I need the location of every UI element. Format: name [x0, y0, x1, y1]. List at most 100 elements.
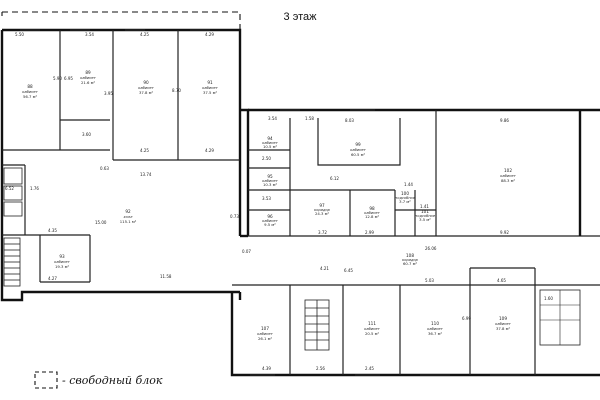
- dimension: 3.72: [318, 230, 327, 235]
- floor-label: 3 этаж: [284, 11, 318, 23]
- dimension: 1.76: [30, 186, 39, 191]
- room-number: 96: [267, 214, 273, 219]
- dimension: 2.56: [316, 366, 325, 371]
- dimension: 0.07: [242, 249, 251, 254]
- dimension: 4.25: [140, 148, 149, 153]
- room-number: 99: [355, 142, 361, 147]
- dimension: 3.54: [85, 32, 94, 37]
- room-area: 21.6 м²: [81, 80, 96, 85]
- dimension: 4.35: [48, 228, 57, 233]
- room-name: кабинет: [262, 219, 278, 223]
- dimension: 3.60: [82, 132, 91, 137]
- left-stairs: [3, 237, 21, 287]
- room-number: 102: [504, 168, 512, 173]
- legend-dashed-box: [34, 371, 58, 389]
- room-area: 60.5 м²: [351, 152, 366, 157]
- room-labels: 88 кабинет 56.7 м² 89 кабинет 21.6 м² 90…: [22, 70, 516, 341]
- dimension: 4.29: [205, 32, 214, 37]
- dimension: 1.60: [544, 296, 553, 301]
- room-area: 60.7 м²: [403, 261, 418, 266]
- room-number: 101: [421, 209, 429, 214]
- room-area: 10.5 м²: [263, 144, 278, 149]
- dimension: 2.99: [365, 230, 374, 235]
- room-area: 9.5 м²: [264, 222, 276, 227]
- room-number: 107: [261, 326, 269, 331]
- room-name: кабинет: [500, 174, 516, 178]
- room-number: 110: [431, 321, 439, 326]
- dimension: 6.45: [344, 268, 353, 273]
- dimension: 2.50: [262, 156, 271, 161]
- dimension: 5.90: [53, 76, 62, 81]
- room-name: кабинет: [364, 211, 380, 215]
- dimension: 13.74: [140, 172, 152, 177]
- dimension: 4.27: [48, 276, 57, 281]
- room-area: 37.5 м²: [203, 90, 218, 95]
- dimension: 3.95: [104, 91, 113, 96]
- room-name: подсобное: [395, 196, 416, 200]
- room-number: 92: [125, 209, 131, 214]
- room-name: кабинет: [138, 86, 154, 90]
- room-number: 100: [401, 191, 409, 196]
- dimension: 4.21: [320, 266, 329, 271]
- left-wing-outer-wall: [0, 30, 240, 302]
- dimension: 4.29: [205, 148, 214, 153]
- room-number: 109: [499, 316, 507, 321]
- room-name: кабинет: [262, 179, 278, 183]
- dimension: 1.58: [305, 116, 314, 121]
- room-number: 93: [59, 254, 65, 259]
- room-name: кабинет: [202, 86, 218, 90]
- room-area: 3.5 м²: [419, 217, 431, 222]
- room-area: 88.3 м²: [501, 178, 516, 183]
- room-number: 94: [267, 136, 273, 141]
- dimension: 26.06: [425, 246, 437, 251]
- room-number: 95: [267, 174, 273, 179]
- legend: - свободный блок: [34, 371, 163, 389]
- room-area: 20.5 м²: [365, 331, 380, 336]
- dimension: 5.50: [15, 32, 24, 37]
- room-area: 24.3 м²: [315, 211, 330, 216]
- room-name: холл: [123, 215, 134, 219]
- room-name: кабинет: [350, 148, 366, 152]
- room-area: 115.1 м²: [120, 219, 137, 224]
- room-number: 108: [406, 253, 414, 258]
- room-number: 90: [143, 80, 149, 85]
- dimension: 6.12: [330, 176, 339, 181]
- room-area: 36.7 м²: [428, 331, 443, 336]
- room-area: 37.8 м²: [496, 326, 511, 331]
- room-name: кабинет: [262, 141, 278, 145]
- dimension: 0.73: [230, 214, 239, 219]
- dimension: 8.03: [345, 118, 354, 123]
- room-number: 98: [369, 206, 375, 211]
- dimension: 0.63: [100, 166, 109, 171]
- dimension: 9.86: [500, 118, 509, 123]
- dimension: 15.00: [95, 220, 107, 225]
- dimension: 4.65: [497, 278, 506, 283]
- room-area: 26.1 м²: [258, 336, 273, 341]
- dimension: 3.54: [268, 116, 277, 121]
- lower-wing: [230, 267, 600, 377]
- room-name: кабинет: [257, 332, 273, 336]
- central-block: [238, 108, 600, 300]
- dimension: 6.99: [462, 316, 471, 321]
- room-name: кабинет: [54, 260, 70, 264]
- room-number: 89: [85, 70, 91, 75]
- room-area: 12.8 м²: [365, 214, 380, 219]
- dimension: 4.25: [140, 32, 149, 37]
- room-name: кабинет: [22, 90, 38, 94]
- dimension: 3.53: [262, 196, 271, 201]
- dimension: 6.52: [5, 186, 14, 191]
- dimension: 2.45: [365, 366, 374, 371]
- dimension: 11.58: [160, 274, 172, 279]
- dimension: 4.39: [262, 366, 271, 371]
- room-number: 111: [368, 321, 376, 326]
- dimension-labels: 5.50 3.54 4.25 4.29 5.90 6.95 3.95 8.70 …: [5, 32, 553, 371]
- room-name: кабинет: [427, 327, 443, 331]
- room-number: 88: [27, 84, 33, 89]
- dimension: 5.03: [425, 278, 434, 283]
- room-area: 37.8 м²: [139, 90, 154, 95]
- room-name: коридор: [402, 258, 419, 262]
- room-name: кабинет: [364, 327, 380, 331]
- central-stairs: [304, 299, 330, 351]
